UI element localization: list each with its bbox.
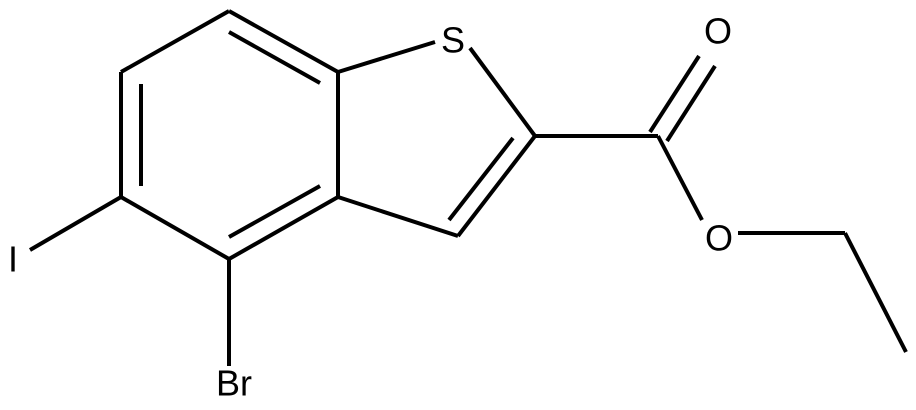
atom-label-iodine: I xyxy=(8,239,18,280)
bond-carbonyl-double-a xyxy=(648,54,701,134)
bond-ch2-ch3 xyxy=(843,232,908,353)
bond-c7a-s xyxy=(337,40,436,74)
benzene-ring xyxy=(119,9,340,261)
bond-c4-c3a xyxy=(228,195,339,261)
bond-c7a-c7 xyxy=(228,9,339,74)
bond-c7-c6 xyxy=(120,9,230,74)
bond-c5-iodine xyxy=(28,195,123,252)
bond-c4-c3a-inner xyxy=(228,184,321,239)
atom-label-carbonyl-oxygen: O xyxy=(704,11,732,52)
atom-label-ester-oxygen: O xyxy=(705,218,733,259)
bond-c5-c4 xyxy=(120,195,230,261)
bond-c2-c3-inner xyxy=(447,136,515,222)
bond-s-c2 xyxy=(468,46,537,138)
ester-group xyxy=(535,54,908,353)
atom-label-sulfur: S xyxy=(441,20,465,61)
thiophene-ring xyxy=(337,40,537,238)
bond-carbonyl-double-b xyxy=(665,64,717,143)
bond-c3-c3a xyxy=(337,195,459,238)
bond-ccarbonyl-oester xyxy=(656,135,704,221)
atom-label-bromine: Br xyxy=(216,363,252,404)
bond-c2-c3 xyxy=(456,134,537,238)
bond-c7a-c7-inner xyxy=(228,30,321,85)
